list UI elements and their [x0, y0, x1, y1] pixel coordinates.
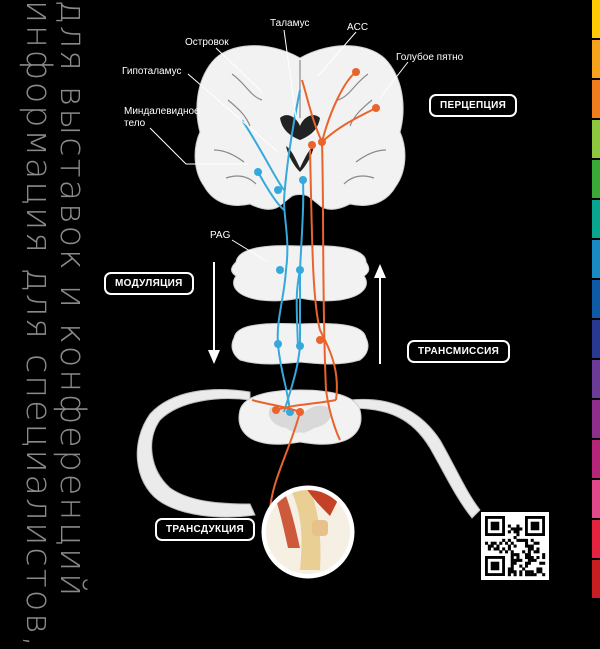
brain-sulci — [213, 60, 387, 185]
label-amygdala-line2: тело — [124, 118, 146, 129]
color-strip-segment — [592, 200, 600, 238]
color-strip-segment — [592, 320, 600, 358]
qr-code[interactable] — [481, 512, 549, 580]
label-locus-coeruleus: Голубое пятно — [396, 52, 464, 63]
spinal-gray-matter — [268, 405, 332, 433]
color-strip-segment — [592, 240, 600, 278]
color-strip-segment — [592, 520, 600, 558]
label-hypothalamus: Гипоталамус — [122, 66, 182, 77]
pain-pathway-diagram: информация для специалистов, для выставо… — [18, 0, 600, 649]
transduction-inset — [261, 485, 355, 579]
color-strip-segment — [592, 120, 600, 158]
qr-code-pattern — [485, 516, 546, 577]
label-insula: Островок — [185, 37, 229, 48]
stage-transduction-badge: ТРАНСДУКЦИЯ — [155, 518, 255, 541]
color-strip-segment — [592, 160, 600, 198]
color-strip-segment — [592, 80, 600, 118]
diagram-graphics — [136, 0, 600, 598]
descending-pathway — [241, 89, 305, 413]
color-strip-segment — [592, 0, 600, 38]
modulation-arrow — [208, 262, 220, 364]
stage-transmission-badge: ТРАНСМИССИЯ — [407, 340, 511, 363]
transmission-arrow — [374, 264, 386, 364]
stage-perception-badge: ПЕРЦЕПЦИЯ — [429, 94, 518, 117]
label-pag: PAG — [210, 230, 231, 241]
spinal-nerve-right — [349, 398, 481, 519]
ascending-pathway — [251, 71, 377, 511]
pointer-lines — [149, 29, 409, 263]
spinal-nerve-left — [136, 389, 256, 518]
descending-nodes — [254, 168, 307, 416]
color-strip-segment — [592, 40, 600, 78]
stage-modulation-badge: МОДУЛЯЦИЯ — [104, 272, 194, 295]
color-strip-segment — [592, 360, 600, 398]
brain-ventricles — [280, 115, 320, 172]
color-strip — [592, 0, 600, 598]
color-strip-segment — [592, 400, 600, 438]
label-acc: ACC — [347, 22, 369, 33]
label-amygdala-line1: Миндалевидное — [124, 106, 200, 117]
label-thalamus: Таламус — [270, 18, 310, 29]
ascending-nodes — [272, 68, 380, 416]
color-strip-segment — [592, 440, 600, 478]
color-strip-segment — [592, 280, 600, 318]
color-strip-segment — [592, 480, 600, 518]
color-strip-segment — [592, 560, 600, 598]
